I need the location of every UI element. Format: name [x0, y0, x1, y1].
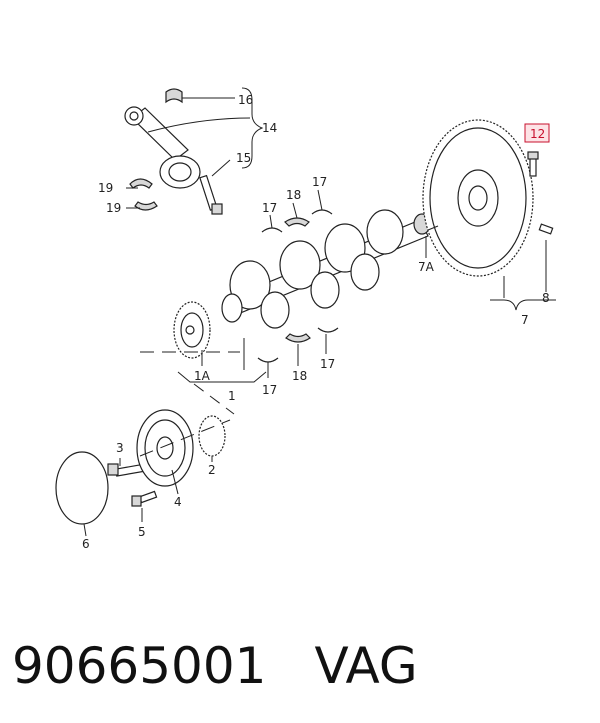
callout-5: 5 [138, 525, 146, 539]
callout-1: 1 [228, 389, 236, 403]
part-number: 90665001 [12, 637, 267, 695]
callout-16: 16 [238, 93, 253, 107]
callout-6: 6 [82, 537, 90, 551]
part-caption: 90665001 VAG [12, 630, 418, 702]
callout-1A: 1A [194, 369, 211, 383]
pulley-assembly [55, 409, 226, 525]
callout-19: 19 [98, 181, 113, 195]
exploded-parts-diagram: 16 14 15 19 19 18 17 17 12 7A 8 7 1A 1 1… [55, 87, 556, 551]
callout-15: 15 [236, 151, 251, 165]
callout-19: 19 [106, 201, 121, 215]
crank-sprocket [173, 301, 211, 359]
callout-18: 18 [286, 188, 301, 202]
callout-17: 17 [262, 201, 277, 215]
callout-7A: 7A [418, 260, 435, 274]
main-bearing-shells [257, 209, 339, 363]
connecting-rod [124, 88, 223, 215]
callout-3: 3 [116, 441, 124, 455]
callout-12: 12 [530, 127, 545, 141]
callout-12-highlight [524, 123, 550, 143]
callout-8: 8 [542, 291, 550, 305]
callout-2: 2 [208, 463, 216, 477]
callout-4: 4 [174, 495, 182, 509]
callout-14: 14 [262, 121, 277, 135]
callout-17: 17 [262, 383, 277, 397]
flywheel [422, 119, 554, 277]
callout-17: 17 [312, 175, 327, 189]
crankshaft [221, 209, 431, 329]
callout-7: 7 [521, 313, 529, 327]
callout-18: 18 [292, 369, 307, 383]
callout-17: 17 [320, 357, 335, 371]
brand-name: VAG [314, 637, 418, 695]
